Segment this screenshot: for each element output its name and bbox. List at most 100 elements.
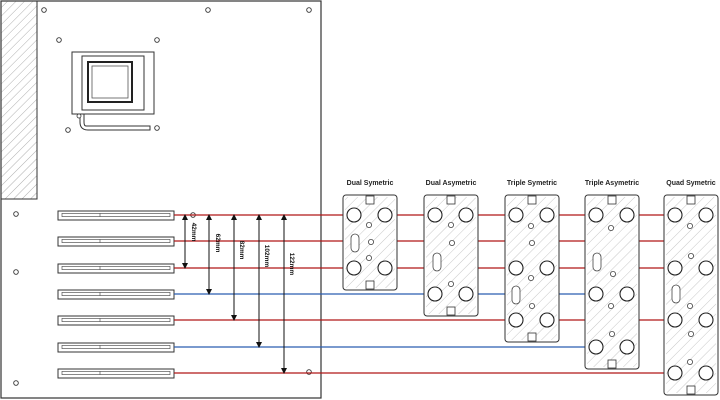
mount-hole [205, 7, 211, 13]
bridge-hatch [426, 197, 476, 314]
bridge-screw-hole [688, 252, 695, 259]
bridge-dual-symetric [342, 194, 398, 291]
bridge-port [508, 260, 524, 276]
bridge-screw-hole [528, 222, 535, 229]
bridge-slot [511, 285, 521, 305]
bridge-screw-hole [528, 274, 535, 281]
bridge-screw-hole [447, 221, 454, 228]
pcie-slot [57, 342, 175, 353]
bridge-triple-symetric [504, 194, 560, 343]
bridge-port [619, 207, 635, 223]
bridge-screw-hole [447, 280, 454, 287]
slot-channel [61, 345, 171, 349]
slot-channel [61, 371, 171, 375]
dim-label-42mm: 42mm [190, 223, 197, 242]
pcie-slot [57, 210, 175, 221]
bridge-port [377, 260, 393, 276]
mount-hole [154, 125, 160, 131]
bridge-screw-hole [609, 330, 616, 337]
bridge-dual-asymetric [423, 194, 479, 317]
bridge-screw-hole [529, 302, 536, 309]
socket-lever [79, 113, 151, 131]
bridge-port [588, 286, 604, 302]
bridge-tab [527, 195, 537, 205]
bridge-port [698, 365, 714, 381]
cpu-socket [71, 51, 155, 131]
bridge-slot [350, 233, 360, 253]
mount-hole [56, 37, 62, 43]
pcie-slot [57, 315, 175, 326]
pcie-slot [57, 236, 175, 247]
bridge-tab [446, 306, 456, 316]
bridge-screw-hole [688, 330, 695, 337]
bridge-titles: Dual Symetric Dual Asymetric Triple Syme… [347, 180, 716, 187]
socket-latch [76, 113, 82, 119]
dim-label-102mm: 102mm [263, 245, 270, 268]
bridge-title-triple-symetric: Triple Symetric [507, 180, 557, 187]
io-shield-area [0, 0, 38, 200]
bridge-port [667, 207, 683, 223]
mount-hole [13, 380, 19, 386]
bridge-hatch [587, 197, 637, 367]
cpu [87, 61, 133, 103]
motherboard [0, 0, 322, 399]
bridge-port [377, 207, 393, 223]
pcie-slot [57, 263, 175, 274]
bridge-port [346, 260, 362, 276]
mount-hole [154, 37, 160, 43]
pcie-slot [57, 289, 175, 300]
bridge-tab [365, 195, 375, 205]
bridge-title-dual-asymetric: Dual Asymetric [426, 180, 477, 187]
bridge-screw-hole [448, 239, 455, 246]
bridge-triple-asymetric [584, 194, 640, 370]
bridge-title-triple-asymetric: Triple Asymetric [585, 180, 639, 187]
bridge-port [698, 207, 714, 223]
slot-channel [61, 292, 171, 296]
bridge-tab [607, 359, 617, 369]
bridge-port [619, 339, 635, 355]
bridge-screw-hole [687, 358, 694, 365]
mount-hole [41, 7, 47, 13]
bridge-tab [527, 332, 537, 342]
bridge-screw-hole [365, 221, 372, 228]
mount-hole [65, 127, 71, 133]
bridge-port [619, 286, 635, 302]
bridge-tab [686, 385, 696, 395]
bridge-port [539, 207, 555, 223]
slot-channel [61, 266, 171, 270]
bridge-port [667, 365, 683, 381]
bridge-screw-hole [365, 254, 372, 261]
bridge-screw-hole [608, 302, 615, 309]
bridge-hatch [507, 197, 557, 340]
mount-hole [13, 211, 19, 217]
bridge-quad-symetric [663, 194, 719, 396]
bridge-port [698, 260, 714, 276]
bridge-port [427, 207, 443, 223]
bridge-port [667, 260, 683, 276]
mount-hole [306, 7, 312, 13]
mount-hole [13, 269, 19, 275]
bridge-screw-hole [529, 239, 536, 246]
bridge-tab [365, 280, 375, 290]
bridge-screw-hole [367, 238, 374, 245]
bridge-port [698, 312, 714, 328]
dim-label-122mm: 122mm [288, 253, 295, 276]
bridge-port [667, 312, 683, 328]
pcie-slot [57, 368, 175, 379]
dim-label-62mm: 62mm [214, 234, 221, 253]
dimension-arrows [182, 214, 287, 374]
bridge-screw-hole [610, 270, 617, 277]
sli-bridges [342, 194, 719, 396]
bridge-port [458, 286, 474, 302]
bridge-screw-hole [608, 224, 615, 231]
bridge-hatch [666, 197, 716, 393]
bridge-slot [592, 252, 602, 272]
bridge-port [539, 312, 555, 328]
bridge-screw-hole [687, 222, 694, 229]
bridge-slot [432, 252, 442, 272]
bridge-port [458, 207, 474, 223]
bridge-title-dual-symetric: Dual Symetric [347, 180, 394, 187]
motherboard-outline [0, 0, 322, 399]
bridge-title-quad-symetric: Quad Symetric [666, 180, 716, 187]
